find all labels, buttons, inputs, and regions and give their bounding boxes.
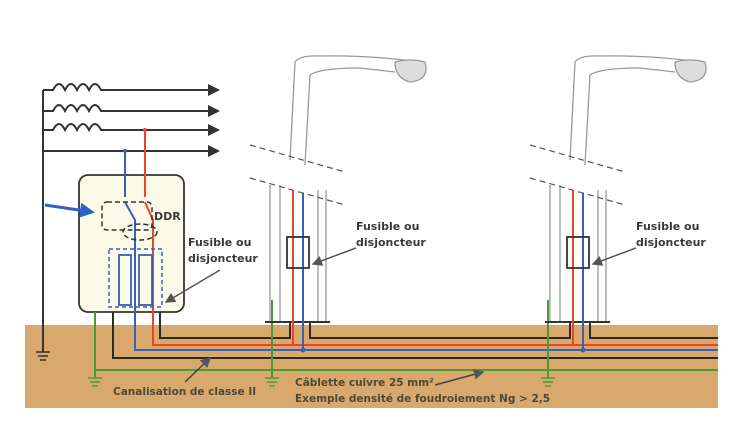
fuse-phase bbox=[138, 254, 153, 306]
supply-network bbox=[36, 83, 220, 361]
earth-cable bbox=[94, 300, 718, 378]
class2-conduit bbox=[112, 312, 718, 359]
fuse-pole1-label-1: Fusible ou bbox=[356, 220, 419, 233]
fuse-box-label-2: disjoncteur bbox=[188, 252, 258, 265]
cable-label-1: Câblette cuivre 25 mm² bbox=[295, 377, 434, 389]
ddr-dashed-outline bbox=[101, 201, 153, 231]
fuse-dashed-outline bbox=[108, 248, 163, 308]
fuse-pole2-label-2: disjoncteur bbox=[636, 236, 706, 249]
cable-label-2: Exemple densité de foudroiement Ng > 2,5 bbox=[295, 393, 550, 405]
earth-symbols bbox=[88, 377, 555, 387]
neutral-wire bbox=[124, 151, 718, 351]
lamp-post-1 bbox=[249, 55, 427, 353]
transformer-coils bbox=[43, 83, 220, 157]
fuse-pole2-label-1: Fusible ou bbox=[636, 220, 699, 233]
earth-symbol-left bbox=[36, 351, 50, 361]
fuse-neutral bbox=[118, 254, 132, 306]
class2-label: Canalisation de classe II bbox=[113, 386, 256, 398]
fuse-pole1-label-2: disjoncteur bbox=[356, 236, 426, 249]
pointer-arrow bbox=[44, 202, 95, 218]
conduit-pole1-out bbox=[309, 322, 571, 339]
lamp-post-2 bbox=[529, 54, 707, 354]
phase-wire bbox=[144, 130, 718, 346]
conduit-to-pole1 bbox=[159, 312, 291, 339]
fuse-box-label-1: Fusible ou bbox=[188, 236, 251, 249]
distribution-cabinet bbox=[78, 174, 185, 313]
ddr-label: DDR bbox=[154, 210, 181, 223]
